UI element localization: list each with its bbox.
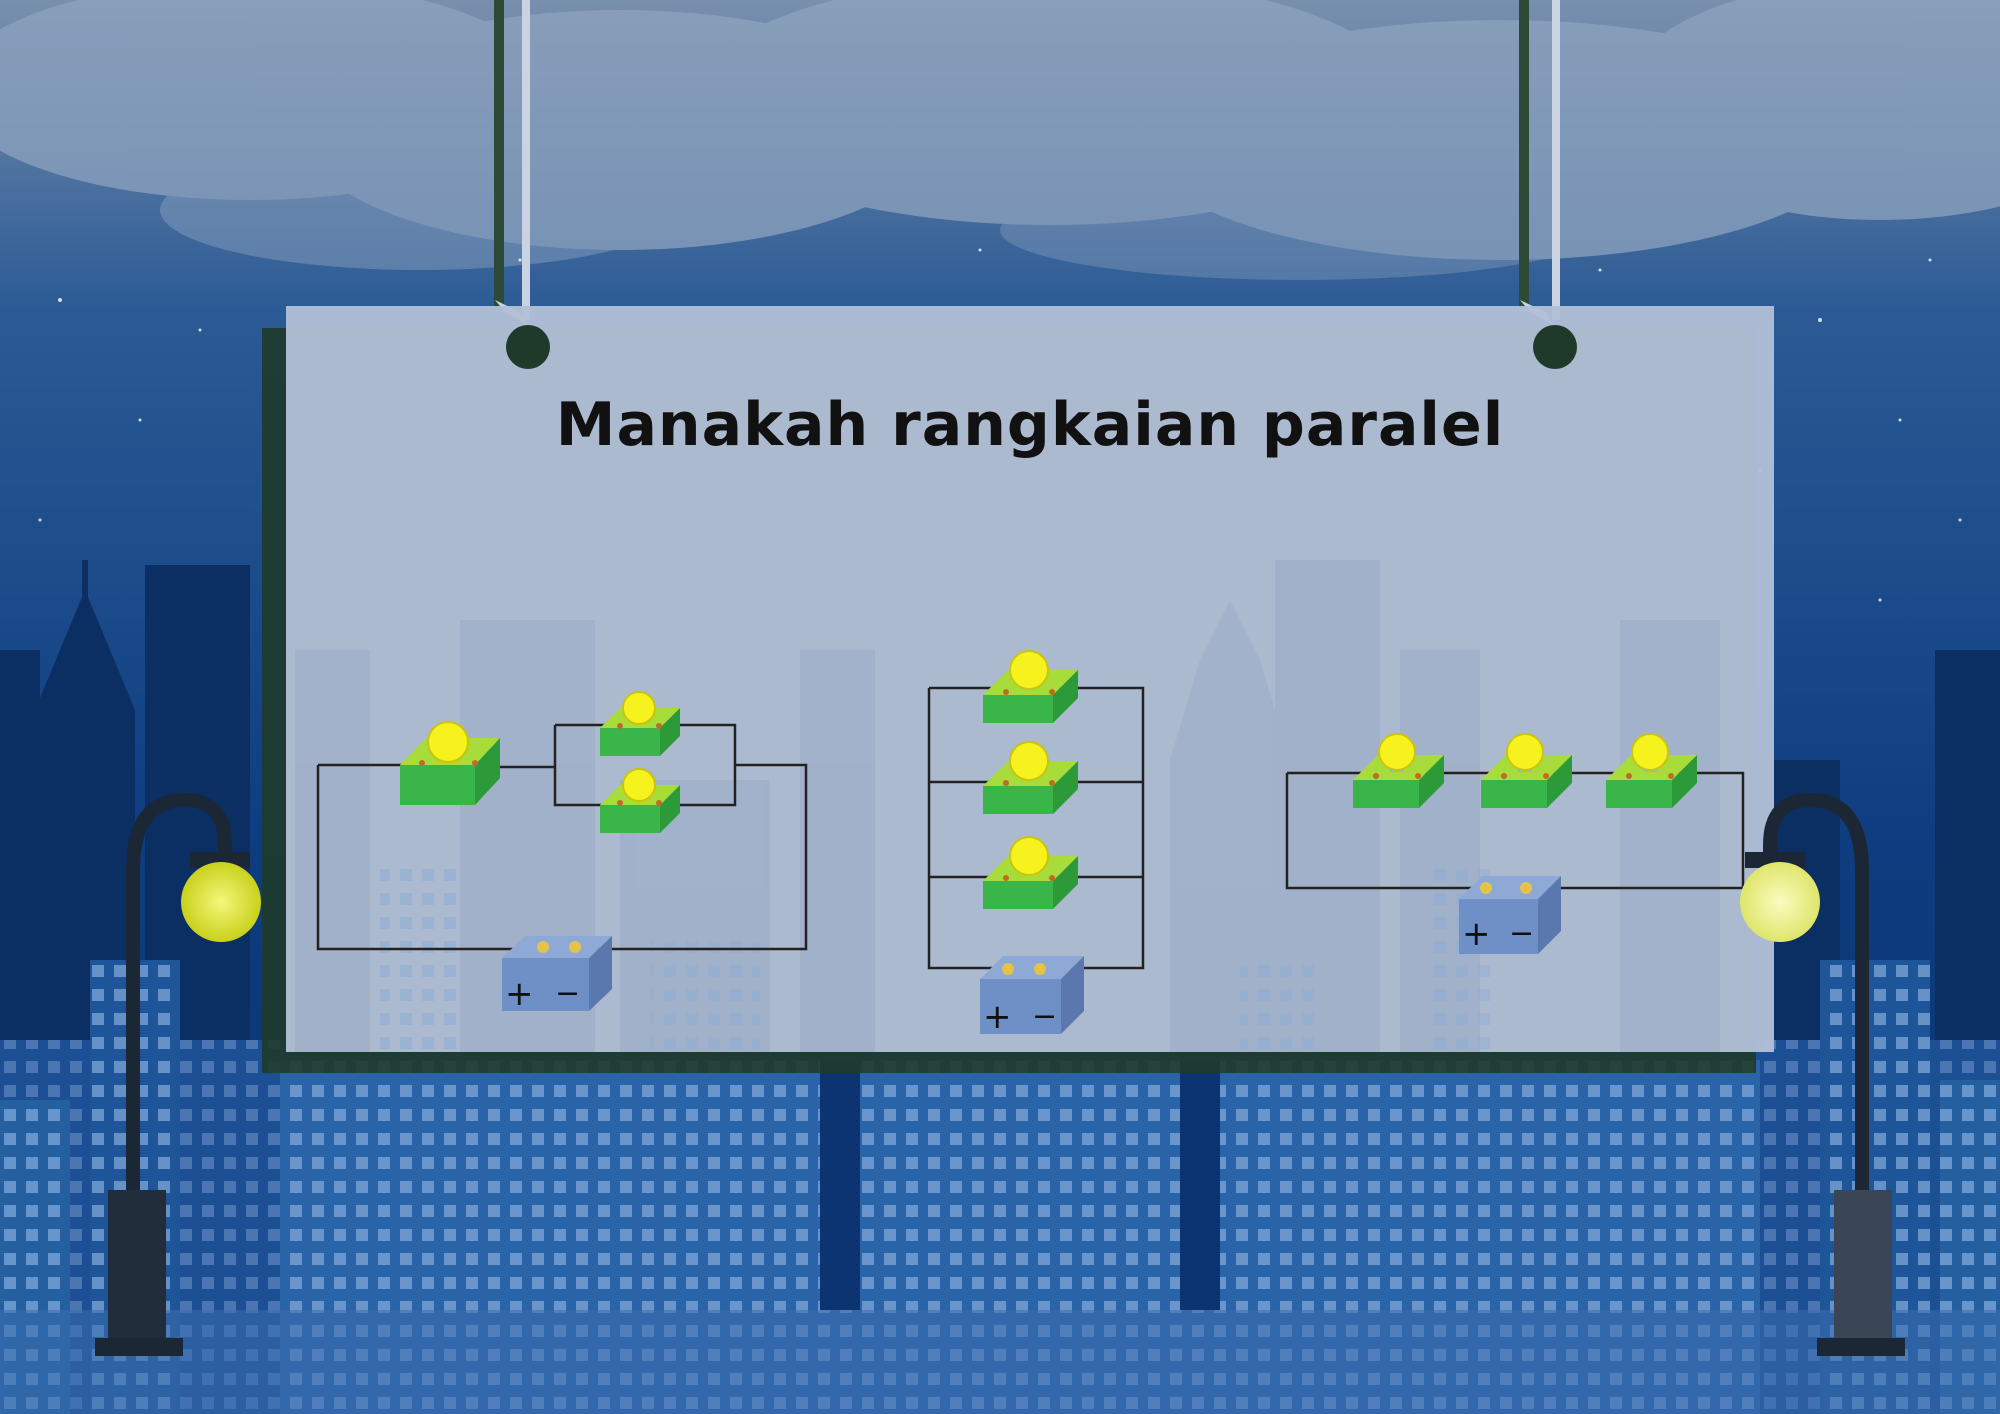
battery-c: + − bbox=[1459, 876, 1561, 954]
bulb-b2 bbox=[983, 741, 1078, 814]
battery-b: + − bbox=[980, 956, 1084, 1037]
question-title: Manakah rangkaian paralel bbox=[555, 390, 1505, 460]
bulb-c2 bbox=[1481, 733, 1572, 808]
clouds bbox=[0, 0, 2000, 280]
board-grommet-left bbox=[506, 325, 550, 369]
street-lamp-right bbox=[1740, 792, 1905, 1356]
battery-minus-label: − bbox=[1509, 916, 1534, 951]
circuit-b[interactable]: + − bbox=[927, 650, 1145, 1037]
circuit-c[interactable]: + − bbox=[1285, 733, 1745, 954]
battery-minus-label: − bbox=[1032, 999, 1057, 1034]
stars bbox=[38, 248, 1962, 642]
circuit-a[interactable]: + − bbox=[316, 691, 808, 1014]
battery-minus-label: − bbox=[555, 976, 580, 1011]
board-grommet-right bbox=[1533, 325, 1577, 369]
battery-plus-label: + bbox=[1462, 914, 1491, 954]
battery-plus-label: + bbox=[983, 997, 1012, 1037]
circuit-a-wire bbox=[316, 763, 808, 951]
bulb-a2 bbox=[600, 691, 680, 756]
battery-a: + − bbox=[502, 936, 612, 1014]
bulb-b3 bbox=[983, 836, 1078, 909]
bulb-c1 bbox=[1353, 733, 1444, 808]
bulb-a1 bbox=[400, 721, 500, 805]
lamp-light-right bbox=[1740, 862, 1820, 942]
battery-plus-label: + bbox=[505, 974, 534, 1014]
street-lamp-left bbox=[95, 792, 261, 1356]
bulb-b1 bbox=[983, 650, 1078, 723]
lamp-light-left bbox=[181, 862, 261, 942]
bulb-c3 bbox=[1606, 733, 1697, 808]
near-skyline bbox=[0, 1060, 2000, 1414]
bulb-a3 bbox=[600, 768, 680, 833]
